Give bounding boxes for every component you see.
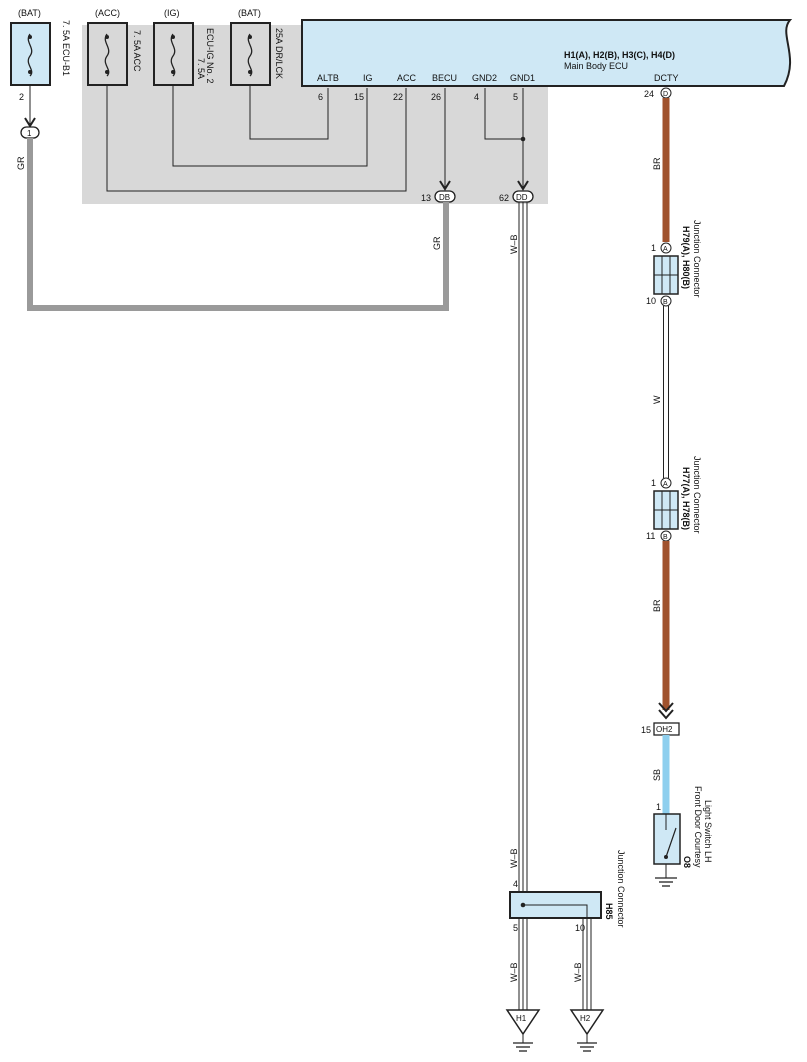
h85-pin-out1: 5 [513,923,518,933]
fuse-ig-source: (IG) [164,8,180,18]
connector-oh2-label: OH2 [656,725,673,734]
fuse-ecu-ig2: (IG) 7. 5A ECU-IG No. 2 [153,8,215,86]
w-wire [663,306,669,478]
internal-wiring [106,85,524,192]
fuse-ig-rating-line2: ECU-IG No. 2 [205,28,215,84]
fuse-acc-source: (ACC) [95,8,120,18]
gr-wire [27,138,449,311]
switch-desc-line1: Front Door Courtesy [693,786,703,868]
gnd-splice-dot [520,136,526,142]
ground-h2: H2 [569,1009,605,1052]
fuse-ecu-b1: (BAT) 7. 5A ECU-B1 2 [10,8,71,102]
pin-gnd2: 4 [474,92,479,102]
wb-lower-label: W–B [509,848,519,868]
h85-junction-connector: H85 Junction Connector [509,850,626,928]
w-mid-label: W [652,395,662,404]
wb-top-label: W–B [509,234,519,254]
fuse-dr-lck-source: (BAT) [238,8,261,18]
jc1-name: H79(A), H80(B) [681,226,691,289]
ecu-subtitle: Main Body ECU [564,61,628,71]
fuse-acc: (ACC) 7. 5A ACC [87,8,142,86]
fuse-dr-lck: (BAT) 25A DR/LCK [230,8,284,86]
jc2-pin-a: 1 [651,478,656,488]
jc2-desc: Junction Connector [692,456,702,534]
jc2-tag-b: B [663,534,668,541]
terminal-acc-label: ACC [397,73,417,83]
switch-ground-icon [655,864,677,887]
terminal-becu-label: BECU [432,73,457,83]
jc2-name: H77(A), H78(B) [681,467,691,530]
pin-dcty: 24 [644,89,654,99]
switch-contact-icon [665,827,677,858]
fuse-ecu-b1-source: (BAT) [18,8,41,18]
gr-mid-label: GR [432,236,442,250]
ground-h1: H1 [505,1009,541,1052]
ground-h1-label: H1 [516,1014,527,1023]
ground-h1-icon [505,1009,541,1036]
connector-oh2-pin: 15 [641,725,651,735]
switch-name: O8 [682,856,692,868]
ground-h2-label: H2 [580,1014,591,1023]
gr-left-label: GR [16,156,26,170]
junction-connector-h79-h80: 1 A B 10 H79(A), H80(B) Junction Connect… [646,220,702,307]
br-top-label: BR [652,157,662,170]
terminal-gnd2-label: GND2 [472,73,497,83]
terminal-gnd1-label: GND1 [510,73,535,83]
connector-dd-label: DD [516,193,528,202]
connector-1-arrow-icon [24,117,36,128]
becu-arrow-icon [439,180,451,191]
jc1-pin-b: 10 [646,296,656,306]
front-door-courtesy-switch: O8 Front Door Courtesy Light Switch LH [653,786,713,868]
connector-dd-pin: 62 [499,193,509,203]
junction-connector-h77-h78: 1 A B 11 H77(A), H78(B) Junction Connect… [646,456,702,542]
wb-ground-wire [518,202,528,892]
jc1-pin-a: 1 [651,243,656,253]
terminal-ig-label: IG [363,73,373,83]
main-body-ecu: H1(A), H2(B), H3(C), H4(D) Main Body ECU… [301,19,793,87]
oh2-arrow-icon [658,702,674,720]
fuse-ecu-b1-pin: 2 [19,92,24,102]
fuse-acc-rating: 7. 5A ACC [132,30,142,72]
h85-output-wires [518,918,592,1010]
pin-becu: 26 [431,92,441,102]
h85-pin-out2: 10 [575,923,585,933]
wb-h2-label: W–B [573,962,583,982]
h85-pin-in: 4 [513,879,518,889]
fuse-dr-lck-rating: 25A DR/LCK [274,28,284,79]
terminal-altb-label: ALTB [317,73,339,83]
ecu-title: H1(A), H2(B), H3(C), H4(D) [564,50,675,60]
h85-name: H85 [604,903,614,920]
connector-1-label: 1 [27,129,32,138]
ground-h2-icon [569,1009,605,1036]
pin-ig: 15 [354,92,364,102]
br-bottom-label: BR [652,599,662,612]
connector-db-pin: 13 [421,193,431,203]
h85-desc: Junction Connector [616,850,626,928]
switch-pin: 1 [656,802,661,812]
gnd1-arrow-icon [517,180,529,191]
jc2-tag-a: A [663,481,668,488]
fuse-ecu-b1-rating: 7. 5A ECU-B1 [61,20,71,76]
pin-altb: 6 [318,92,323,102]
dcty-connector-letter: D [663,91,668,98]
terminal-dcty-label: DCTY [654,73,679,83]
connector-db-label: DB [439,193,450,202]
pin-acc: 22 [393,92,403,102]
pin-gnd1: 5 [513,92,518,102]
jc1-tag-b: B [663,299,668,306]
jc2-pin-b: 11 [646,531,655,541]
switch-desc-line2: Light Switch LH [703,800,713,863]
wb-h1-label: W–B [509,962,519,982]
jc1-tag-a: A [663,246,668,253]
fuse-ig-rating-line1: 7. 5A [196,58,206,79]
jc1-desc: Junction Connector [692,220,702,298]
sb-label: SB [652,769,662,781]
